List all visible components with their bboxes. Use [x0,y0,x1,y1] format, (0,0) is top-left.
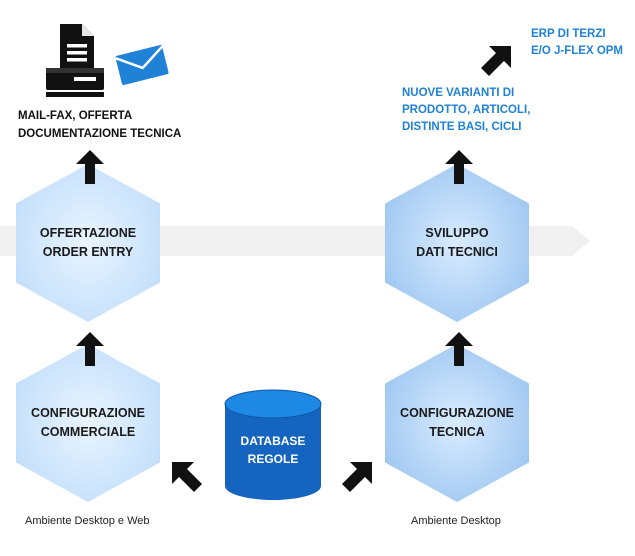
new-variants-label: NUOVE VARIANTI DI PRODOTTO, ARTICOLI, DI… [402,87,531,133]
mail-envelope-icon [115,45,169,85]
output-documents-label: MAIL-FAX, OFFERTA DOCUMENTAZIONE TECNICA [18,110,182,140]
config-commerciale-label: CONFIGURAZIONE COMMERCIALE [31,406,145,439]
config-tecnica-node: CONFIGURAZIONE TECNICA [385,344,529,502]
offertazione-label: OFFERTAZIONE ORDER ENTRY [39,226,137,259]
database-label: DATABASE REGOLE [240,434,306,466]
offertazione-node: OFFERTAZIONE ORDER ENTRY [16,164,160,322]
arrow-up-right-icon [481,46,511,76]
right-environment-caption: Ambiente Desktop [411,515,501,527]
sviluppo-label: SVILUPPO DATI TECNICI [416,226,498,259]
left-environment-caption: Ambiente Desktop e Web [25,515,150,527]
arrow-up-icon [445,332,473,366]
arrow-up-icon [76,332,104,366]
config-commerciale-node: CONFIGURAZIONE COMMERCIALE [16,344,160,502]
sviluppo-node: SVILUPPO DATI TECNICI [385,164,529,322]
erp-label: ERP DI TERZI E/O J-FLEX OPM [531,28,624,57]
arrow-up-right-icon [342,462,372,492]
document-printer-icon [46,24,104,97]
arrow-up-icon [76,150,104,184]
config-tecnica-label: CONFIGURAZIONE TECNICA [400,406,514,439]
arrow-up-icon [445,150,473,184]
database-cylinder [224,389,322,500]
arrow-up-left-icon [172,462,202,492]
